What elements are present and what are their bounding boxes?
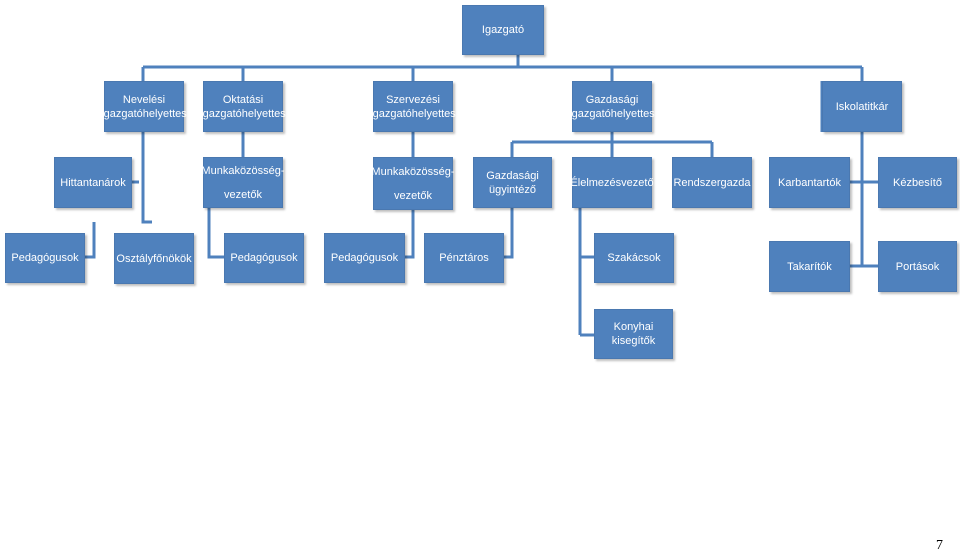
box-konyhai-kisegitok: Konyhai kisegítők xyxy=(594,309,673,359)
box-nevelesi-igazgatohelyettes: Nevelési igazgatóhelyettes xyxy=(101,81,187,132)
box-label-line2: igazgatóhelyettes xyxy=(200,107,286,120)
box-label-line2: vezetők xyxy=(394,189,432,202)
connector-neveles xyxy=(85,132,152,259)
connector-root-bus xyxy=(141,55,864,81)
box-label-line1: Szervezési xyxy=(386,93,440,106)
box-igazgato: Igazgató xyxy=(462,5,544,55)
connector-oktatas xyxy=(207,132,245,259)
box-pedagogusok-2: Pedagógusok xyxy=(224,233,304,283)
box-label-line1: Gazdasági xyxy=(486,169,539,182)
connector-gazdasag xyxy=(504,132,714,337)
box-label-line1: Gazdasági xyxy=(585,93,639,106)
box-label-line2: igazgatóhelyettes xyxy=(370,107,456,120)
box-munkakozosseg-vezetok-1: Munkaközösség- vezetők xyxy=(201,157,285,208)
box-gazdasagi-igazgatohelyettes: Gazdasági igazgatóhelyettes xyxy=(569,81,655,132)
box-label-line2: igazgatóhelyettes xyxy=(569,107,655,120)
box-oktatasi-igazgatohelyettes: Oktatási igazgatóhelyettes xyxy=(200,81,286,132)
box-portasok: Portások xyxy=(878,241,957,292)
box-pedagogusok-3: Pedagógusok xyxy=(324,233,405,283)
box-label-line1: Nevelési xyxy=(122,93,166,106)
box-szakacsok: Szakácsok xyxy=(594,233,674,283)
box-elelmezesvezeto: Élelmezésvezető xyxy=(570,157,654,208)
box-label-line1: Munkaközösség- xyxy=(201,164,285,177)
box-gazdasagi-ugyintezo: Gazdasági ügyintéző xyxy=(473,157,552,208)
box-penztaros: Pénztáros xyxy=(424,233,504,283)
box-label-line2: igazgatóhelyettes xyxy=(101,107,187,120)
box-takaritok: Takarítók xyxy=(769,241,850,292)
connector-szervezes xyxy=(405,132,415,259)
box-label-line1: Oktatási xyxy=(222,93,264,106)
box-label-line2: ügyintéző xyxy=(488,183,537,196)
box-munkakozosseg-vezetok-2: Munkaközösség- vezetők xyxy=(371,157,455,210)
page-number: 7 xyxy=(936,538,943,553)
box-kezbesito: Kézbesítő xyxy=(878,157,957,208)
box-szervezesi-igazgatohelyettes: Szervezési igazgatóhelyettes xyxy=(370,81,456,132)
box-iskolatitkar: Iskolatitkár xyxy=(822,81,902,132)
box-karbantartok: Karbantartók xyxy=(769,157,850,208)
box-osztalyfonokok: Osztályfőnökök xyxy=(114,233,194,284)
box-label-line2: vezetők xyxy=(224,188,262,201)
box-label-line1: Munkaközösség- xyxy=(371,165,455,178)
box-rendszergazda: Rendszergazda xyxy=(672,157,752,208)
box-pedagogusok-1: Pedagógusok xyxy=(5,233,85,283)
box-hittantanarok: Hittantanárok xyxy=(54,157,132,208)
